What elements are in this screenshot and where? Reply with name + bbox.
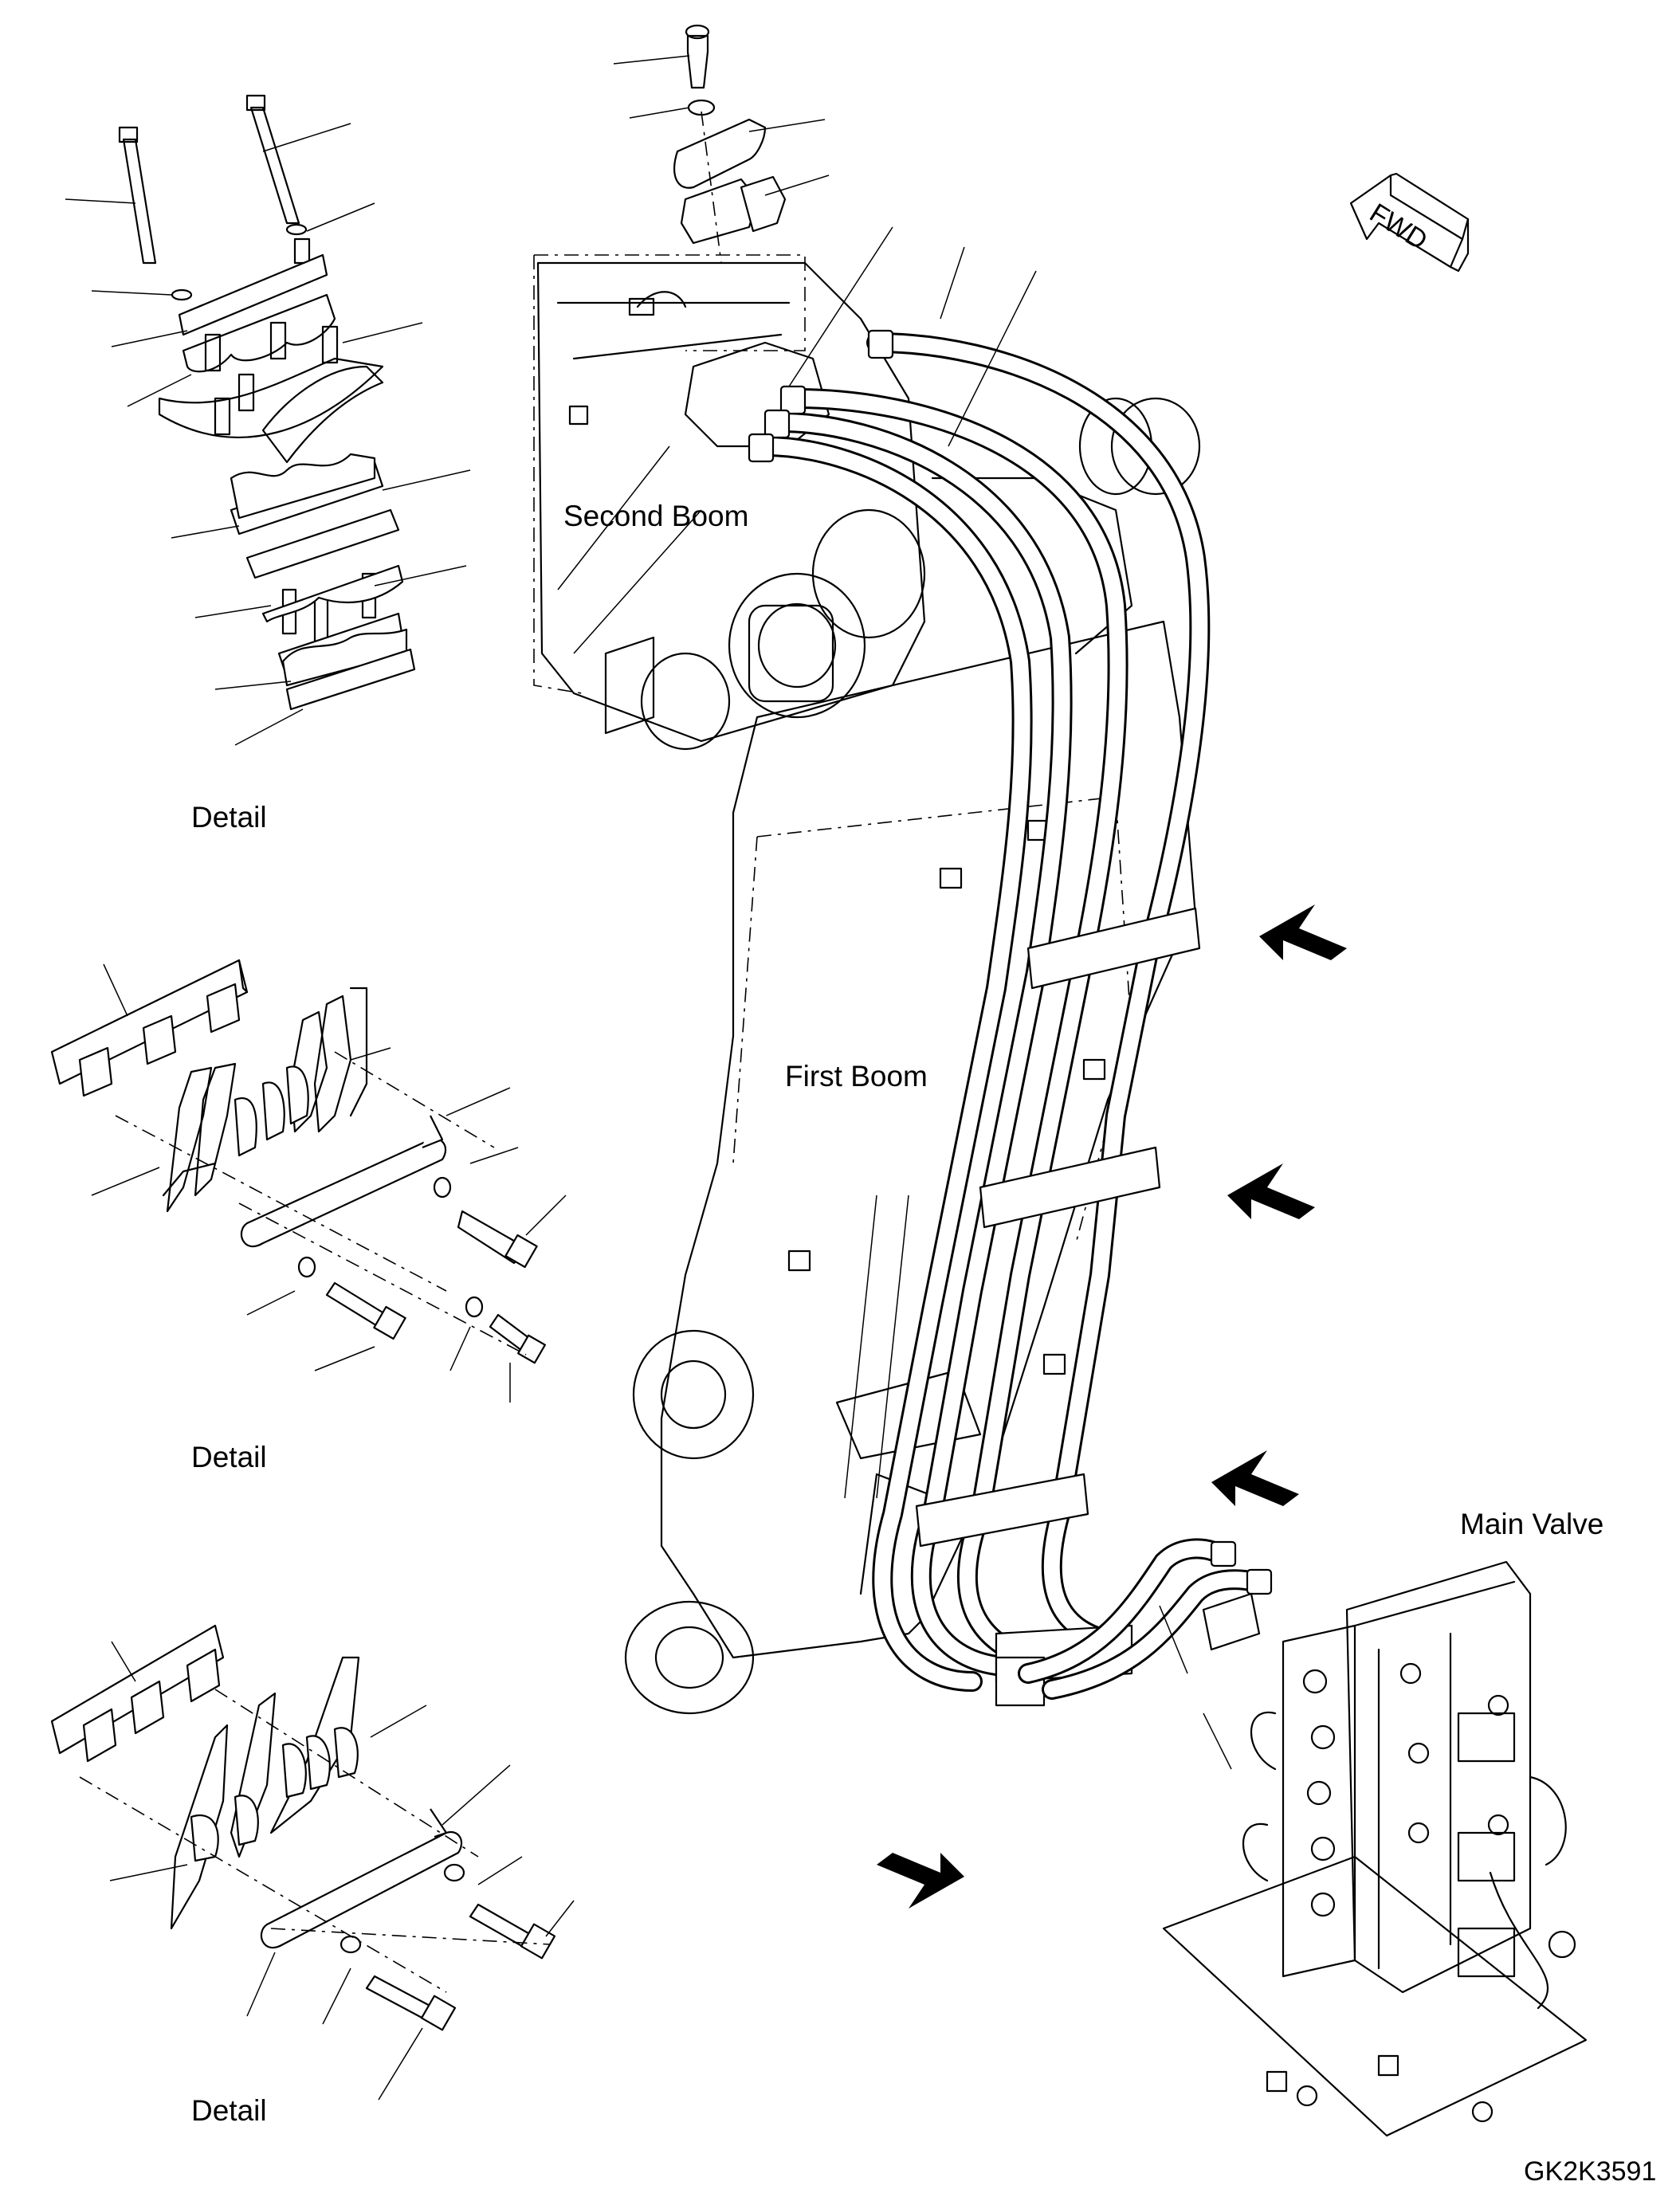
hose-bundle	[748, 329, 1211, 1707]
detail-top-part	[65, 94, 471, 746]
clamp-hardware-part	[613, 24, 1232, 1770]
detail-label-top: Detail	[191, 801, 267, 834]
pointer-arrow-icon	[877, 1853, 964, 1909]
detail-label-bottom: Detail	[191, 2094, 267, 2127]
first-boom-label: First Boom	[785, 1060, 928, 1093]
drawing-code: GK2K3591	[1524, 2156, 1657, 2187]
pointer-arrow-icon	[1227, 1163, 1315, 1219]
detail-bottom-part	[50, 1624, 575, 2101]
main-valve-part	[1018, 1538, 1588, 2137]
second-boom-label: Second Boom	[563, 500, 749, 532]
pointer-arrow-icon	[1259, 904, 1347, 960]
detail-middle-part	[50, 959, 567, 1403]
main-valve-label: Main Valve	[1460, 1508, 1604, 1540]
fwd-arrow-icon	[1349, 172, 1470, 273]
detail-label-middle: Detail	[191, 1441, 267, 1473]
pointer-arrow-icon	[1211, 1450, 1299, 1506]
